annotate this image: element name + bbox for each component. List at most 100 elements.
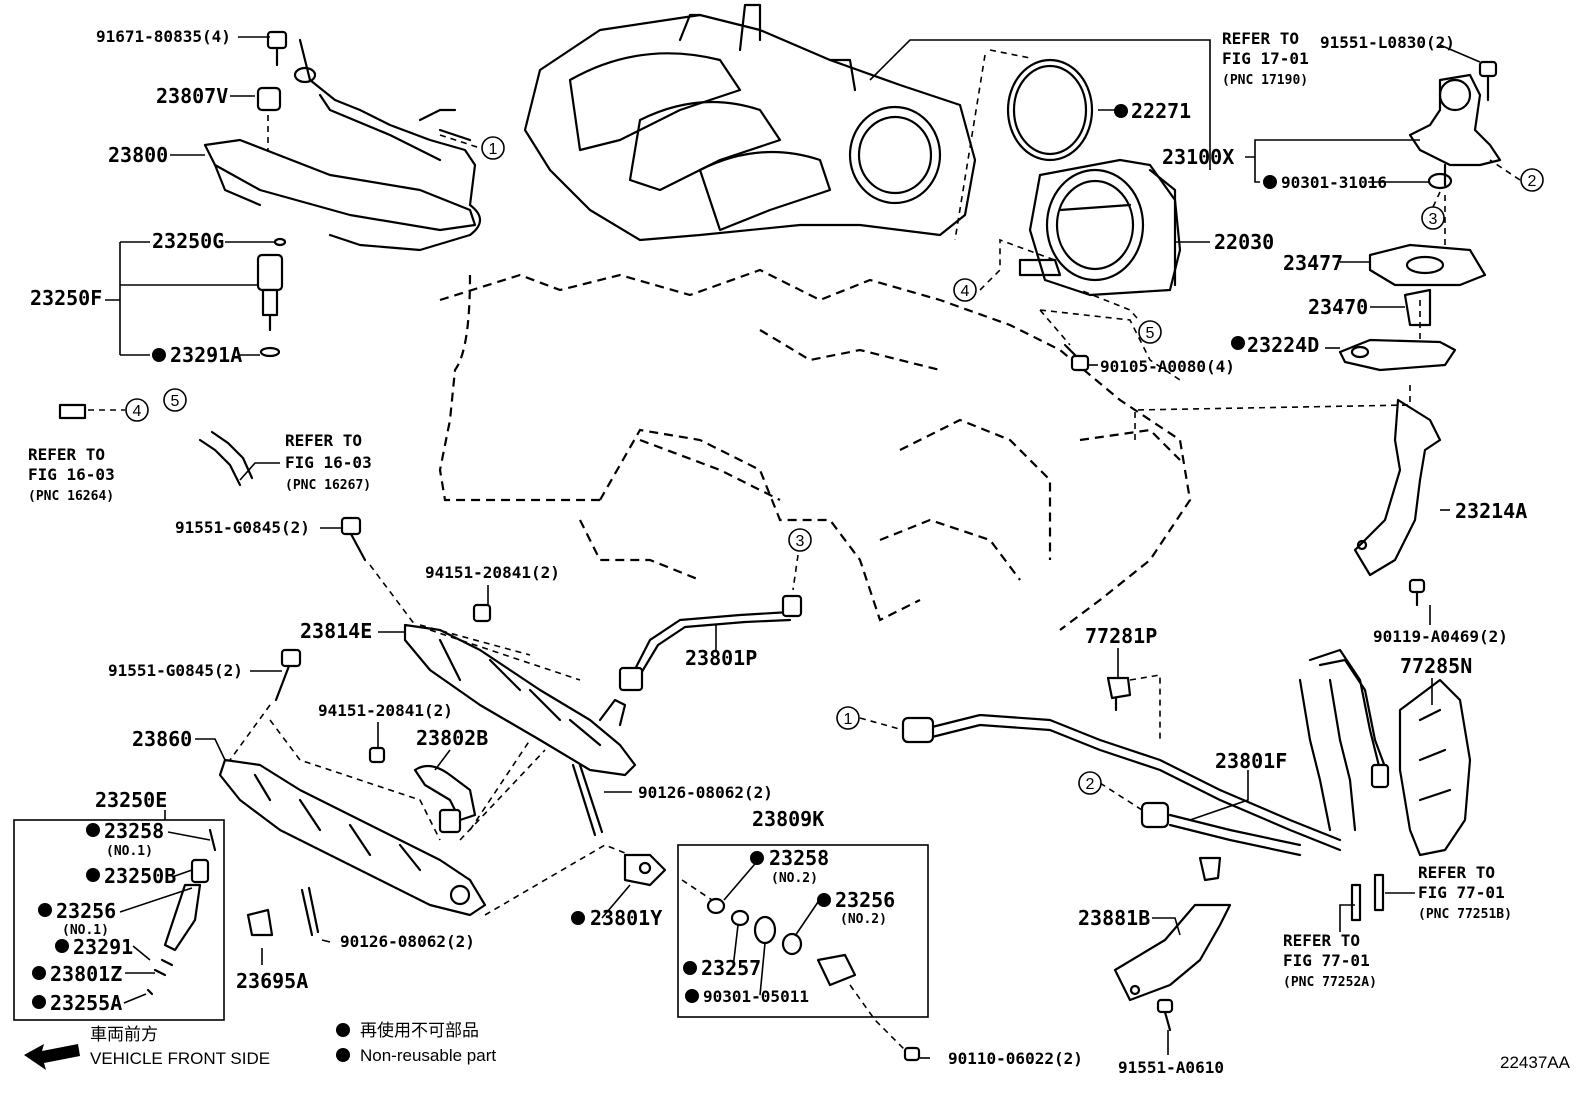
fuel-rail-23800[interactable] bbox=[203, 38, 482, 252]
ref-17-01-line3: (PNC 17190) bbox=[1222, 73, 1308, 88]
bracket-23881B[interactable] bbox=[1113, 856, 1232, 1002]
label-23250B[interactable]: 23250B bbox=[104, 864, 176, 888]
label-23256-no2-sub: (NO.2) bbox=[840, 912, 887, 927]
label-94151-lower[interactable]: 94151-20841(2) bbox=[318, 701, 453, 720]
callout-3-upper: 3 bbox=[1421, 206, 1445, 230]
label-23250E[interactable]: 23250E bbox=[95, 788, 167, 812]
callout-1-upper: 1 bbox=[481, 136, 505, 160]
label-23257[interactable]: 23257 bbox=[701, 956, 761, 980]
stud-90126-upper[interactable] bbox=[571, 763, 604, 837]
fuel-pipe-23801F[interactable] bbox=[901, 648, 1390, 857]
delivery-pipe-23860[interactable] bbox=[218, 758, 487, 917]
label-90301-05011[interactable]: 90301-05011 bbox=[703, 987, 809, 1006]
ref-77-01-b-line1: REFER TO bbox=[1283, 931, 1360, 950]
label-23477[interactable]: 23477 bbox=[1283, 251, 1343, 275]
connector-23802B[interactable] bbox=[413, 764, 477, 834]
label-90105[interactable]: 90105-A0080(4) bbox=[1100, 357, 1235, 376]
insulator-23807V[interactable] bbox=[256, 86, 282, 112]
label-90301-31016[interactable]: 90301-31016 bbox=[1281, 173, 1387, 192]
label-23695A[interactable]: 23695A bbox=[236, 969, 308, 993]
label-23258-no2[interactable]: 23258 bbox=[769, 846, 829, 870]
label-91671[interactable]: 91671-80835(4) bbox=[96, 27, 231, 46]
label-23291[interactable]: 23291 bbox=[73, 935, 133, 959]
bolt-90119[interactable] bbox=[1408, 578, 1426, 607]
label-23214A[interactable]: 23214A bbox=[1455, 499, 1527, 523]
label-23801F[interactable]: 23801F bbox=[1215, 749, 1287, 773]
fuel-pipe-23801P[interactable] bbox=[618, 594, 803, 692]
label-23256-no1-sub: (NO.1) bbox=[62, 923, 109, 938]
label-23881B[interactable]: 23881B bbox=[1078, 906, 1150, 930]
intake-manifold bbox=[523, 3, 977, 242]
label-91551-L0830[interactable]: 91551-L0830(2) bbox=[1320, 33, 1455, 52]
stud-90126-lower[interactable] bbox=[300, 886, 320, 937]
box-23809K bbox=[677, 844, 929, 1018]
label-23256-no1[interactable]: 23256 bbox=[56, 899, 116, 923]
bolt-91671[interactable] bbox=[266, 30, 288, 67]
label-23801P[interactable]: 23801P bbox=[685, 646, 757, 670]
label-23100X[interactable]: 23100X bbox=[1162, 145, 1234, 169]
label-91551-G0845-lower[interactable]: 91551-G0845(2) bbox=[108, 661, 243, 680]
label-77281P[interactable]: 77281P bbox=[1085, 624, 1157, 648]
clamp-77281P[interactable] bbox=[1106, 676, 1132, 712]
delivery-pipe-23814E[interactable] bbox=[403, 623, 637, 777]
gasket-23477[interactable] bbox=[1368, 243, 1487, 287]
gasket-22271[interactable] bbox=[1006, 58, 1094, 162]
label-23801Y[interactable]: 23801Y bbox=[590, 906, 662, 930]
label-90126-upper[interactable]: 90126-08062(2) bbox=[638, 783, 773, 802]
label-23258-no1[interactable]: 23258 bbox=[104, 819, 164, 843]
bolt-91551-G0845-lower[interactable] bbox=[274, 648, 302, 702]
label-94151-upper[interactable]: 94151-20841(2) bbox=[425, 563, 560, 582]
label-23809K[interactable]: 23809K bbox=[752, 807, 824, 831]
label-22030[interactable]: 22030 bbox=[1214, 230, 1274, 254]
label-23807V[interactable]: 23807V bbox=[156, 84, 228, 108]
label-23802B[interactable]: 23802B bbox=[416, 726, 488, 750]
label-77285N[interactable]: 77285N bbox=[1400, 654, 1472, 678]
label-23801Z[interactable]: 23801Z bbox=[50, 962, 122, 986]
injector-23250F[interactable] bbox=[256, 237, 287, 358]
bolt-90110[interactable] bbox=[903, 1046, 921, 1062]
clip-23695A[interactable] bbox=[246, 908, 274, 937]
label-23291A[interactable]: 23291A bbox=[170, 343, 242, 367]
bolt-91551-G0845-upper[interactable] bbox=[340, 516, 367, 562]
hose-ref-77252A bbox=[1350, 883, 1362, 922]
throttle-body-22030[interactable] bbox=[1018, 158, 1182, 297]
leader-lines bbox=[88, 36, 1521, 1059]
bolt-91551-A0610[interactable] bbox=[1156, 998, 1174, 1032]
lifter-23470[interactable] bbox=[1403, 288, 1432, 327]
label-23814E[interactable]: 23814E bbox=[300, 619, 372, 643]
bolt-90105[interactable] bbox=[1063, 343, 1090, 372]
label-23860[interactable]: 23860 bbox=[132, 727, 192, 751]
injector-23250E[interactable] bbox=[146, 828, 217, 996]
dash-23809K bbox=[681, 879, 906, 1051]
label-90126-lower[interactable]: 90126-08062(2) bbox=[340, 932, 475, 951]
label-23255A[interactable]: 23255A bbox=[50, 991, 122, 1015]
bolt-91551-L0830[interactable] bbox=[1478, 60, 1498, 102]
label-23250F[interactable]: 23250F bbox=[30, 286, 102, 310]
protector-77285N[interactable] bbox=[1398, 678, 1472, 857]
gasket-23801Y[interactable] bbox=[623, 853, 667, 887]
pump-23100X[interactable] bbox=[1408, 73, 1502, 187]
bracket-23214A[interactable] bbox=[1353, 398, 1442, 577]
box-23250E bbox=[13, 819, 225, 1021]
svg-text:5: 5 bbox=[171, 393, 180, 410]
svg-text:5: 5 bbox=[1146, 325, 1155, 342]
hose-ref-77251B bbox=[1373, 873, 1385, 912]
label-90119[interactable]: 90119-A0469(2) bbox=[1373, 627, 1508, 646]
label-23800[interactable]: 23800 bbox=[108, 143, 168, 167]
hose-ref-16267 bbox=[198, 430, 254, 487]
label-91551-A0610[interactable]: 91551-A0610 bbox=[1118, 1058, 1224, 1077]
oring-90301-31016[interactable] bbox=[1427, 172, 1453, 190]
gasket-23224D[interactable] bbox=[1338, 338, 1457, 372]
insulator-94151-upper[interactable] bbox=[472, 603, 492, 623]
label-23224D[interactable]: 23224D bbox=[1247, 333, 1319, 357]
label-23470[interactable]: 23470 bbox=[1308, 295, 1368, 319]
label-22271[interactable]: 22271 bbox=[1131, 99, 1191, 123]
svg-text:1: 1 bbox=[844, 711, 853, 728]
label-91551-G0845-upper[interactable]: 91551-G0845(2) bbox=[175, 518, 310, 537]
insulator-94151-lower[interactable] bbox=[368, 746, 386, 764]
label-23250G[interactable]: 23250G bbox=[152, 229, 224, 253]
label-90110[interactable]: 90110-06022(2) bbox=[948, 1049, 1083, 1068]
ref-77-01-a-line1: REFER TO bbox=[1418, 863, 1495, 882]
label-23256-no2[interactable]: 23256 bbox=[835, 888, 895, 912]
